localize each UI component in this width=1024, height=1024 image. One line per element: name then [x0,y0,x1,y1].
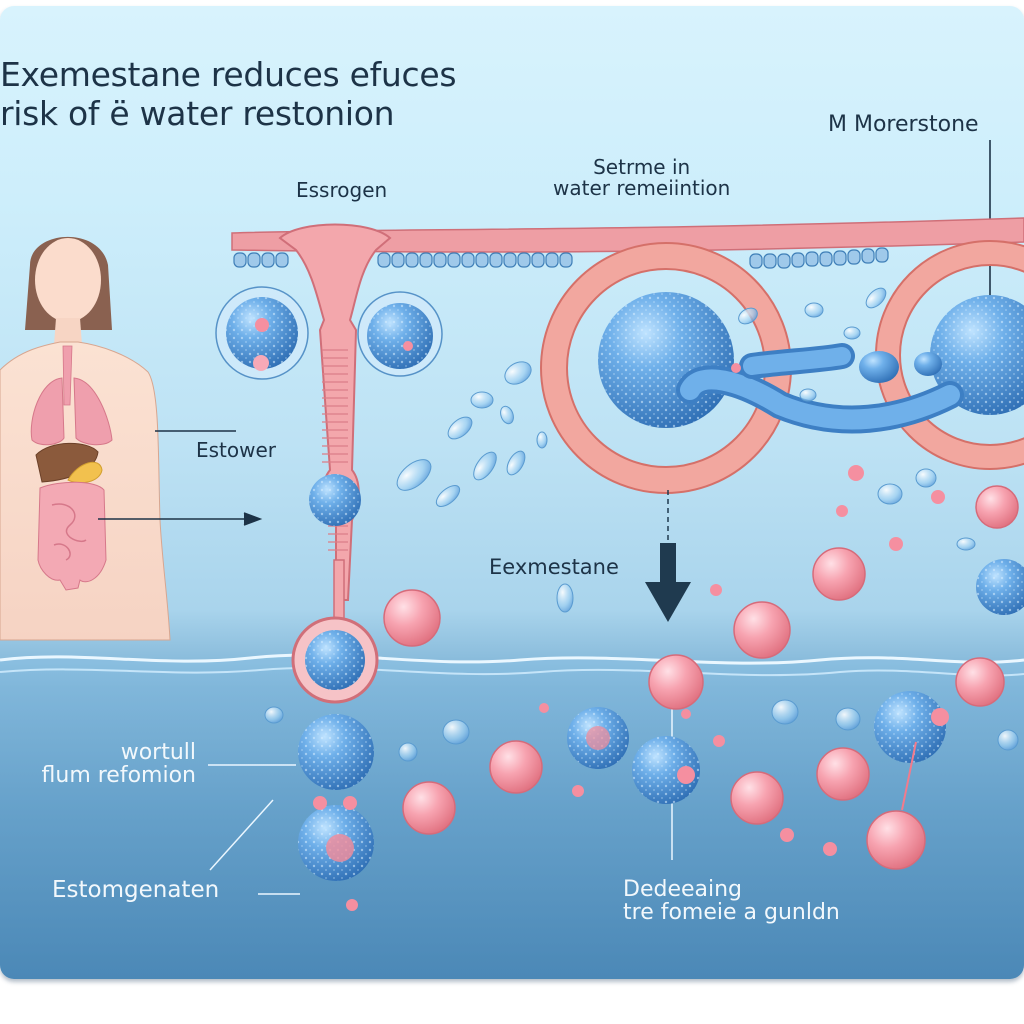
diagram-title: Exemestane reduces efuces risk of ë wate… [0,55,457,135]
illustration [0,140,1024,979]
label-estower: Estower [196,438,277,462]
label-exemestane: Eexmestane [489,555,619,579]
title-line-2: risk of ë water restonion [0,93,395,133]
receptor-chain [676,343,964,434]
water-droplets [264,287,1019,762]
water-body [0,653,1024,979]
down-arrow-icon [645,490,691,622]
uterus-structure [215,223,443,704]
label-decreasing-line-2: tre fomeie a gunldn [623,900,840,926]
title-line-1: Exemestane reduces efuces [0,55,457,94]
molecule-chain [298,364,1024,911]
label-fluid-retention: wortull flum refomion [0,741,196,787]
label-water-retention-line-2: water remeiintion [553,176,731,200]
human-body-figure [0,236,171,641]
label-water-retention: Setrme in water remeiintion [553,157,730,199]
label-water-retention-line-1: Setrme in [593,155,691,179]
label-morerstone: M Morerstone [828,112,979,137]
label-fluid-retention-line-2: flum refomion [41,763,196,789]
label-estrogen: Essrogen [296,178,388,202]
diagram-panel: Exemestane reduces efuces risk of ë wate… [0,6,1024,979]
cell-ring-right [875,240,1024,470]
label-decreasing: Dedeeaing tre fomeie a gunldn [623,878,840,924]
label-decreasing-line-1: Dedeeaing [623,877,743,902]
label-fluid-retention-line-1: wortull [120,740,196,765]
tissue-membrane [231,217,1024,269]
label-estomgenaten: Estomgenaten [52,877,220,903]
